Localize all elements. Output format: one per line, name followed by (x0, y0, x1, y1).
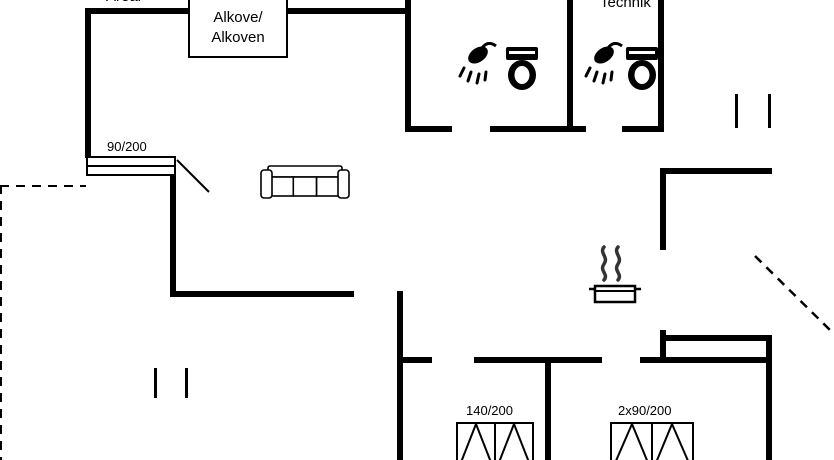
window-dimension-label: 2x90/200 (618, 403, 672, 418)
window-dimension-label: 90/200 (107, 139, 147, 154)
wall-segment (490, 126, 586, 132)
room-label-technik: Technik (600, 0, 670, 11)
shower-icon (584, 42, 623, 85)
wall-segment (658, 0, 664, 132)
wall-segment (85, 8, 91, 158)
wall-segment (170, 291, 354, 297)
window-pane-line (88, 165, 174, 167)
dashed-boundary-line (0, 185, 2, 460)
clipped-label-text: Areal (106, 0, 166, 5)
wall-segment (660, 330, 666, 363)
room-label-line: Alkove/ (213, 8, 263, 26)
wall-segment (660, 168, 772, 174)
wall-segment (660, 168, 666, 250)
cooking-pot-icon (589, 245, 641, 304)
wall-segment (766, 335, 772, 460)
wall-break-mark (185, 368, 188, 398)
window-symbol (610, 422, 694, 460)
wall-segment (397, 291, 403, 460)
wall-segment (405, 126, 452, 132)
wall-break-mark (768, 94, 771, 128)
room-label-line: Alkoven (211, 29, 265, 46)
wall-segment (545, 357, 551, 460)
toilet-icon (626, 47, 658, 90)
window-symbol (456, 422, 534, 460)
wall-segment (405, 0, 411, 132)
toilet-icon (506, 47, 538, 90)
wall-segment (622, 126, 664, 132)
room-label-text: Technik (600, 0, 651, 11)
wall-segment (660, 335, 772, 341)
dashed-diagonal-line (754, 255, 834, 335)
room-label-alcove: Alkove/ Alkoven (188, 0, 288, 58)
wall-break-mark (154, 368, 157, 398)
door-leaf-line (176, 159, 210, 193)
sofa-icon (260, 165, 350, 199)
shower-icon (458, 42, 497, 85)
wall-segment (474, 357, 602, 363)
wall-break-mark (735, 94, 738, 128)
window-dimension-label: 140/200 (466, 403, 513, 418)
wall-segment (397, 357, 432, 363)
wall-segment (567, 0, 573, 132)
dashed-boundary-line (0, 185, 86, 187)
window-symbol (86, 156, 176, 176)
wall-segment (640, 357, 772, 363)
clipped-top-left-label: Areal (106, 0, 166, 6)
wall-segment (170, 174, 176, 295)
